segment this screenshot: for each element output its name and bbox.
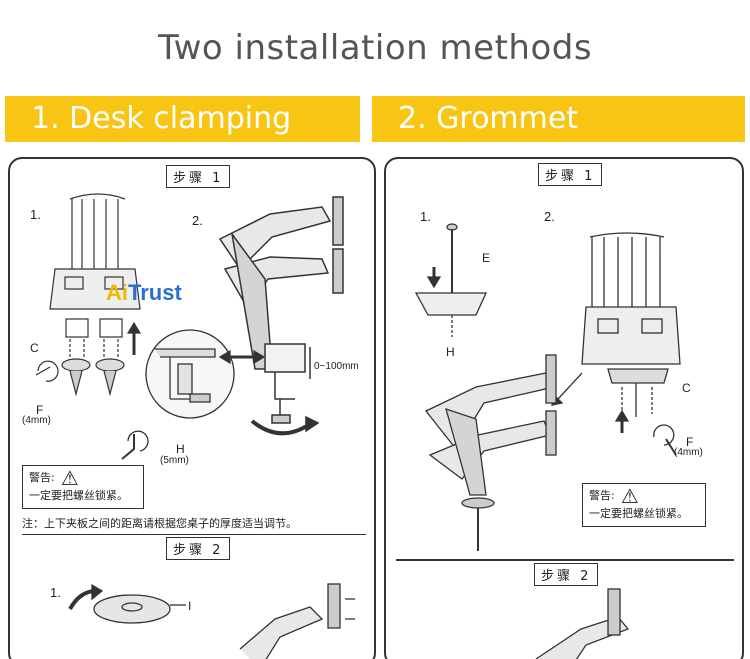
label-h: H (176, 442, 185, 456)
label-f: F (36, 403, 44, 417)
label-c: C (30, 341, 39, 355)
banner-grommet: 2. Grommet (372, 96, 745, 142)
grommet-illustration (414, 223, 681, 659)
warning-box: 警告: ⚠ 一定要把螺丝锁紧。 (582, 483, 706, 527)
label-i: I (188, 599, 192, 613)
warning-icon: ⚠ (620, 484, 639, 508)
desk-clamp-illustration (35, 193, 355, 659)
warning-title: 警告: (589, 489, 615, 502)
page-title: Two installation methods (157, 28, 593, 68)
banner-desk-clamping: 1. Desk clamping (5, 96, 360, 142)
substep-1-number: 1. (30, 207, 41, 222)
desk-clamping-panel: 步骤 1 1. 2. C F (4mm) H (5mm) 0~100mm AiT… (8, 157, 376, 659)
adjustment-note: 注：上下夹板之间的距离请根据您桌子的厚度适当调节。 (22, 515, 366, 535)
warning-icon: ⚠ (60, 466, 79, 490)
label-f-size: (4mm) (22, 415, 51, 426)
label-e: E (482, 251, 491, 265)
label-c: C (682, 381, 691, 395)
label-range: 0~100mm (314, 361, 359, 372)
label-h-size: (5mm) (160, 455, 189, 466)
step-2-badge: 步骤 2 (534, 563, 599, 586)
step-1-badge: 步骤 1 (538, 163, 603, 186)
label-f: F (686, 435, 694, 449)
step-2-badge: 步骤 2 (166, 537, 231, 560)
watermark-logo: AiTrust (106, 280, 182, 306)
substep-2-number: 2. (544, 209, 555, 224)
label-h: H (446, 345, 455, 359)
step2-substep-1-number: 1. (50, 585, 61, 600)
grommet-panel: 步骤 1 1. 2. E H C F (4mm) 警告:⚠ 一定要把螺丝锁紧。 … (384, 157, 744, 659)
substep-2-number: 2. (192, 213, 203, 228)
label-f-size: (4mm) (674, 447, 703, 458)
warning-title: 警告: (29, 471, 55, 484)
warning-text: 一定要把螺丝锁紧。 (589, 507, 688, 520)
warning-text: 一定要把螺丝锁紧。 (29, 489, 128, 502)
substep-1-number: 1. (420, 209, 431, 224)
step-1-badge: 步骤 1 (166, 165, 231, 188)
watermark-trust: Trust (128, 280, 182, 305)
section-divider (396, 559, 734, 561)
watermark-ai: Ai (106, 280, 128, 305)
warning-box: 警告: ⚠ 一定要把螺丝锁紧。 (22, 465, 144, 509)
